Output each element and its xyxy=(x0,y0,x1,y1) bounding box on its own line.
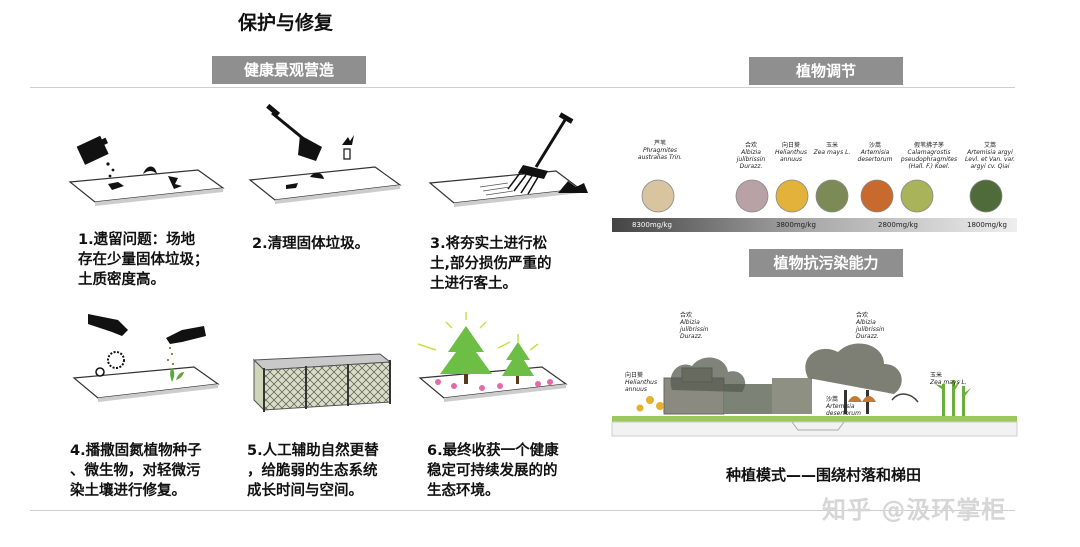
bottom-divider xyxy=(30,510,1015,511)
tree-canopy-icon xyxy=(805,343,902,394)
step-4-text: 4.播撒固氮植物种子 、微生物，对轻微污 染土壤进行修复。 xyxy=(70,443,202,499)
conc-label-3: 2800mg/kg xyxy=(878,221,918,229)
plant-photo-artemisia-desert xyxy=(860,179,894,213)
top-divider xyxy=(30,87,1015,88)
seeding-hands-icon xyxy=(72,314,220,402)
ground-section xyxy=(611,421,1018,437)
plant-photo-sunflower xyxy=(775,179,809,213)
plant-photo-artemisia-argyi xyxy=(969,179,1003,213)
header-plant-regulation: 植物调节 xyxy=(749,57,903,85)
step-3-text: 3.将夯实土进行松 土,部分损伤严重的 土进行客土。 xyxy=(430,236,552,292)
plant-photo-reed xyxy=(641,179,675,213)
page-title: 保护与修复 xyxy=(238,12,334,34)
header-healthy-landscape: 健康景观营造 xyxy=(212,56,366,84)
planting-mode-caption: 种植模式——围绕村落和梯田 xyxy=(726,466,922,484)
plant-circles xyxy=(612,179,1017,232)
rake-icon xyxy=(428,112,588,207)
conc-label-1: 8300mg/kg xyxy=(632,221,672,229)
plant-photo-corn xyxy=(815,179,849,213)
watermark-text: 知乎 @汲环掌柜 xyxy=(822,496,1007,524)
sunflower-icon xyxy=(636,396,664,412)
header-pollution-resistance: 植物抗污染能力 xyxy=(749,249,903,277)
ground-grass xyxy=(612,416,1017,422)
conc-label-2: 3800mg/kg xyxy=(776,221,816,229)
artemisia-shrub-icon xyxy=(848,396,876,402)
plant-photo-calamagrostis xyxy=(900,179,934,213)
planting-section-illustration xyxy=(611,343,1018,437)
step-6-text: 6.最终收获一个健康 稳定可持续发展的的 生态环境。 xyxy=(427,443,559,499)
step-1-text: 1.遗留问题：场地 存在少量固体垃圾； 土质密度高。 xyxy=(78,232,209,288)
concentration-gradient-bar xyxy=(612,218,1017,232)
tree-canopy-icon xyxy=(670,357,746,392)
step-2-text: 2.清理固体垃圾。 xyxy=(252,236,370,252)
trash-pour-icon xyxy=(68,135,225,206)
conc-label-4: 1800mg/kg xyxy=(967,221,1007,229)
step-5-text: 5.人工辅助自然更替 ，给脆弱的生态系统 成长时间与空间。 xyxy=(247,443,379,499)
corn-plant-icon xyxy=(935,380,971,418)
trees-icon xyxy=(417,312,568,402)
plant-photo-albizia xyxy=(735,179,769,213)
shovel-icon xyxy=(248,103,402,204)
fence-enclosure-icon xyxy=(252,353,392,412)
